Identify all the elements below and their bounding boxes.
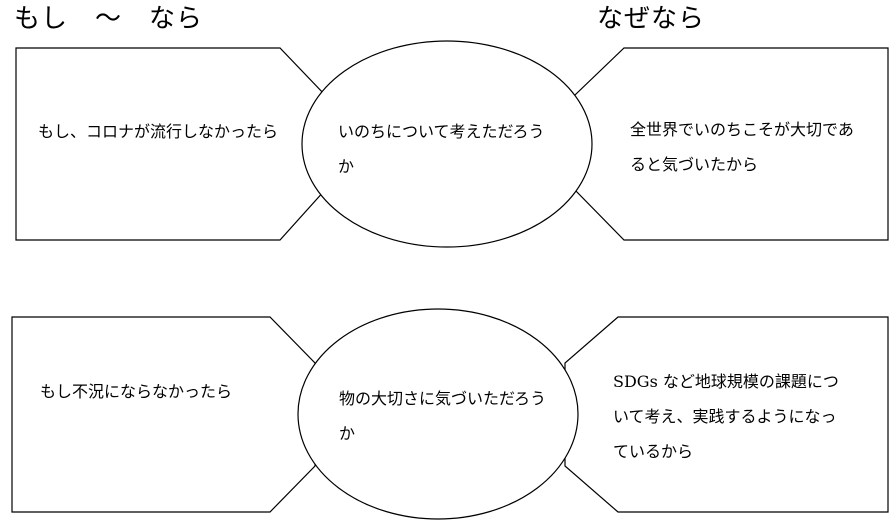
row1-center-ellipse bbox=[301, 40, 593, 248]
row2-center-text: 物の大切さに気づいただろうか bbox=[339, 389, 547, 443]
row2-center-ellipse bbox=[297, 308, 579, 520]
row2-right-text: SDGs など地球規模の課題について考え、実践するようになっているから bbox=[613, 372, 839, 461]
heading-because: なぜなら bbox=[597, 4, 706, 34]
row1-right-text: 全世界でいのちこそが大切であると気づいたから bbox=[630, 120, 854, 174]
row2-right-box bbox=[564, 316, 889, 513]
heading-if: もし 〜 なら bbox=[14, 4, 204, 34]
row2-left-box bbox=[11, 316, 316, 513]
row1-left-text: もし、コロナが流行しなかったら bbox=[38, 122, 279, 141]
row1-center-text: いのちについて考えただろうか bbox=[338, 122, 545, 176]
row2-left-text: もし不況にならなかったら bbox=[40, 382, 233, 401]
